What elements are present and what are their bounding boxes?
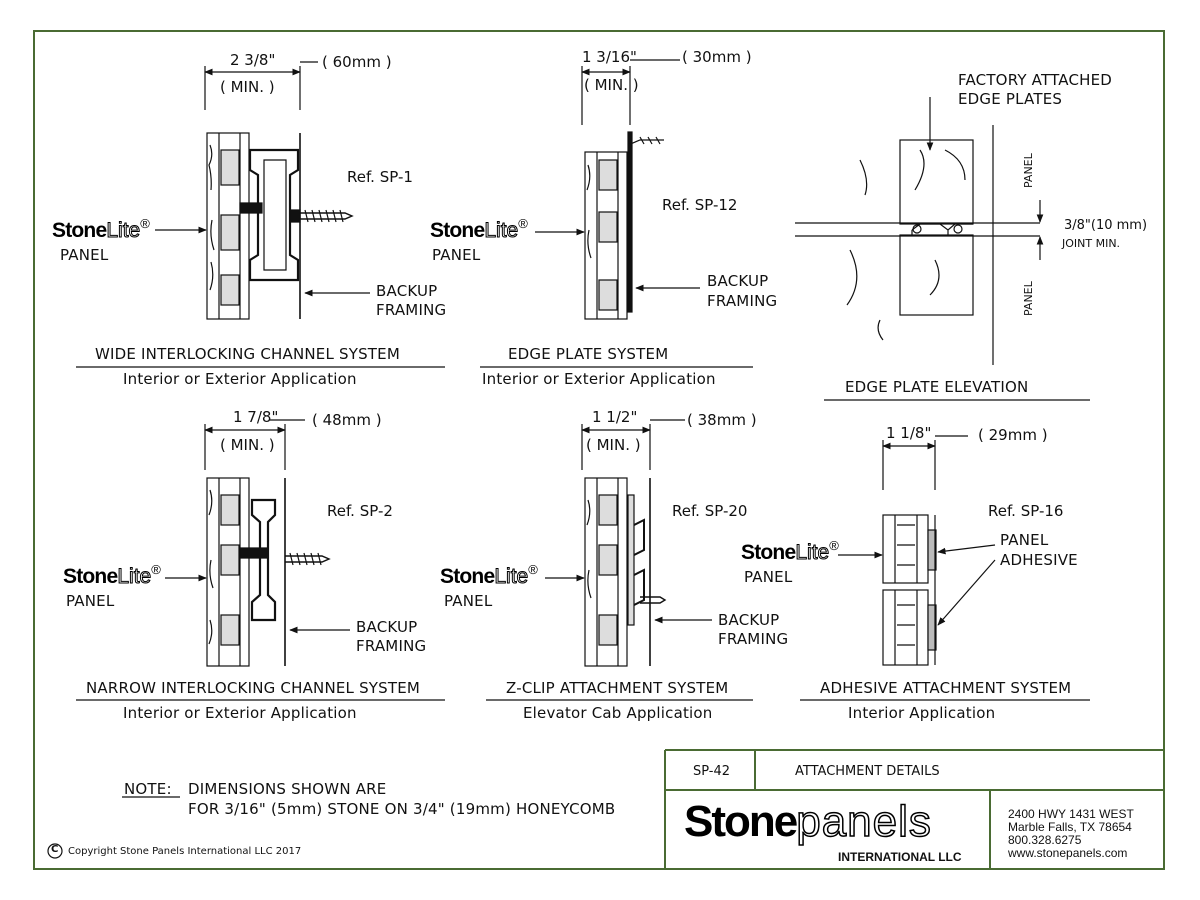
- detail-elevation-drawing: [795, 97, 1090, 401]
- address-line: 800.328.6275: [1008, 833, 1082, 847]
- sp20-stonelite-logo: StoneLite®: [440, 562, 538, 588]
- sp1-application: Interior or Exterior Application: [123, 370, 357, 388]
- sp1-ref: Ref. SP-1: [347, 168, 413, 186]
- copyright-circle: [47, 843, 63, 859]
- sp12-dimension: 1 3/16": [582, 48, 637, 66]
- sp1-dimension: 2 3/8": [230, 51, 276, 69]
- address-line: www.stonepanels.com: [1008, 846, 1128, 860]
- sp2-title: NARROW INTERLOCKING CHANNEL SYSTEM: [86, 679, 421, 697]
- sp12-backup-label: BACKUP: [707, 272, 769, 290]
- sheet-number: SP-42: [693, 764, 731, 779]
- sp1-backup-label: BACKUP: [376, 282, 438, 300]
- sp20-dimension: 1 1/2": [592, 408, 638, 426]
- detail-sp12-drawing: [480, 59, 753, 368]
- sp2-min: ( MIN. ): [220, 436, 275, 454]
- sp16-dimension: 1 1/8": [886, 424, 932, 442]
- stonepanels-logo: Stonepanels: [684, 797, 932, 846]
- stonepanels-logo-subtitle: INTERNATIONAL LLC: [838, 850, 962, 864]
- sp1-framing-label: FRAMING: [376, 301, 447, 319]
- sp1-title: WIDE INTERLOCKING CHANNEL SYSTEM: [95, 345, 400, 363]
- sp16-adhesive-line2: ADHESIVE: [1000, 551, 1078, 569]
- note-label: NOTE:: [124, 780, 172, 798]
- sp12-framing-label: FRAMING: [707, 292, 778, 310]
- detail-sp1-drawing: [76, 61, 445, 368]
- copyright-text: Copyright Stone Panels International LLC…: [68, 846, 302, 857]
- sp12-metric: ( 30mm ): [682, 48, 752, 66]
- detail-sp16-drawing: [800, 435, 1090, 701]
- sp2-application: Interior or Exterior Application: [123, 704, 357, 722]
- sp2-stonelite-logo: StoneLite®: [63, 562, 161, 588]
- sp20-panel-label: PANEL: [444, 592, 493, 610]
- sp12-panel-label: PANEL: [432, 246, 481, 264]
- elevation-title: EDGE PLATE ELEVATION: [845, 378, 1029, 396]
- sp16-metric: ( 29mm ): [978, 426, 1048, 444]
- copyright-symbol: C: [51, 844, 59, 855]
- sp16-panel-label: PANEL: [744, 568, 793, 586]
- note-line2: FOR 3/16" (5mm) STONE ON 3/4" (19mm) HON…: [188, 800, 616, 818]
- sp12-min: ( MIN. ): [584, 76, 639, 94]
- sp2-dimension: 1 7/8": [233, 408, 279, 426]
- sp20-framing-label: FRAMING: [718, 630, 789, 648]
- sp20-backup-label: BACKUP: [718, 611, 780, 629]
- company-address: 2400 HWY 1431 WEST Marble Falls, TX 7865…: [1008, 808, 1134, 860]
- elevation-joint-size: 3/8"(10 mm): [1064, 218, 1148, 233]
- elevation-callout-line2: EDGE PLATES: [958, 90, 1063, 108]
- elevation-joint-min: JOINT MIN.: [1062, 237, 1121, 250]
- sp16-stonelite-logo: StoneLite®: [741, 538, 839, 564]
- sp16-title: ADHESIVE ATTACHMENT SYSTEM: [820, 679, 1072, 697]
- sheet-border: [33, 30, 1165, 870]
- sp1-panel-label: PANEL: [60, 246, 109, 264]
- sp1-metric: ( 60mm ): [322, 53, 392, 71]
- sp20-metric: ( 38mm ): [687, 411, 757, 429]
- sp2-panel-label: PANEL: [66, 592, 115, 610]
- sp12-stonelite-logo: StoneLite®: [430, 216, 528, 242]
- address-line: Marble Falls, TX 78654: [1008, 820, 1132, 834]
- sp2-metric: ( 48mm ): [312, 411, 382, 429]
- sp20-ref: Ref. SP-20: [672, 502, 748, 520]
- sp12-title: EDGE PLATE SYSTEM: [508, 345, 669, 363]
- sp12-ref: Ref. SP-12: [662, 196, 738, 214]
- sp20-min: ( MIN. ): [586, 436, 641, 454]
- sp2-backup-label: BACKUP: [356, 618, 418, 636]
- elevation-panel-top-label: PANEL: [1022, 153, 1035, 188]
- sp1-stonelite-logo: StoneLite®: [52, 216, 150, 242]
- sheet-title: ATTACHMENT DETAILS: [795, 764, 940, 779]
- sp2-ref: Ref. SP-2: [327, 502, 393, 520]
- sp2-framing-label: FRAMING: [356, 637, 427, 655]
- address-line: 2400 HWY 1431 WEST: [1008, 807, 1134, 821]
- sp16-adhesive-line1: PANEL: [1000, 531, 1049, 549]
- detail-sp2-drawing: [76, 419, 445, 701]
- sp12-application: Interior or Exterior Application: [482, 370, 716, 388]
- elevation-callout-line1: FACTORY ATTACHED: [958, 71, 1113, 89]
- title-block-lines: [664, 749, 1164, 869]
- sp16-application: Interior Application: [848, 704, 996, 722]
- sp1-min: ( MIN. ): [220, 78, 275, 96]
- sp16-ref: Ref. SP-16: [988, 502, 1064, 520]
- sp20-title: Z-CLIP ATTACHMENT SYSTEM: [506, 679, 729, 697]
- detail-sp20-drawing: [486, 419, 753, 701]
- elevation-panel-bottom-label: PANEL: [1022, 281, 1035, 316]
- note-line1: DIMENSIONS SHOWN ARE: [188, 780, 387, 798]
- sp20-application: Elevator Cab Application: [523, 704, 713, 722]
